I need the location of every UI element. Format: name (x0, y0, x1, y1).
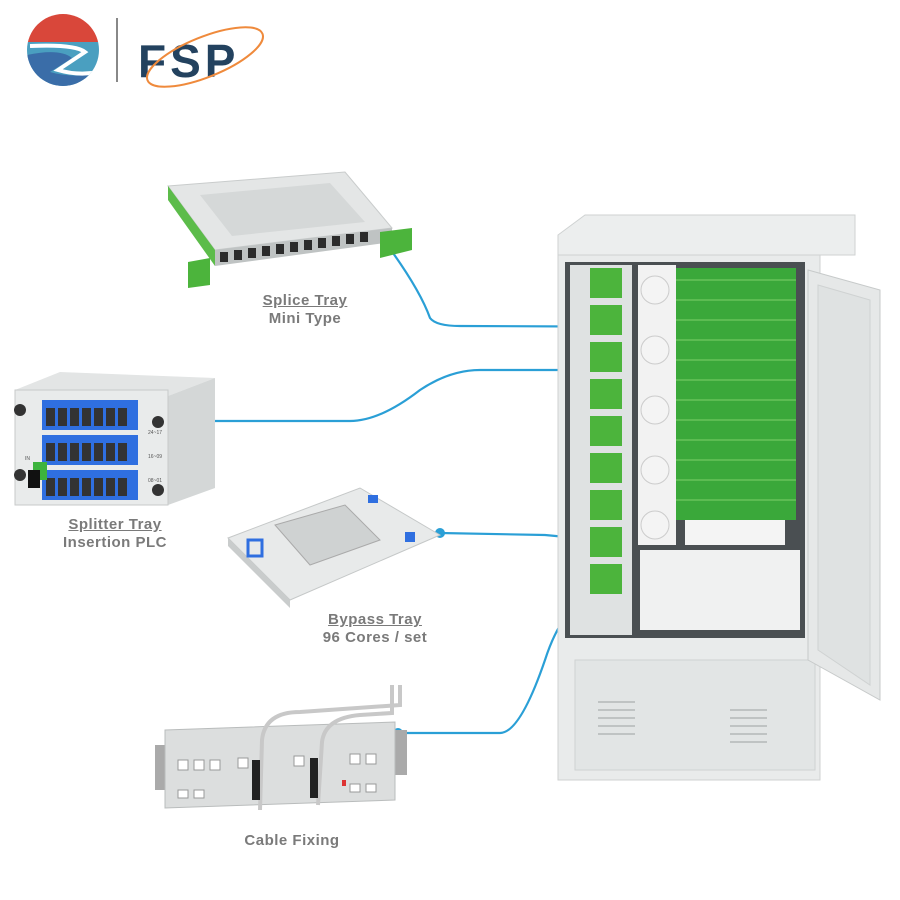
company-logo: FSP (27, 14, 264, 88)
bypass-tray-label: Bypass Tray 96 Cores / set (300, 611, 450, 647)
cable-fixing-label: Cable Fixing (217, 832, 367, 850)
splice-tray-label: Splice Tray Mini Type (240, 292, 370, 328)
cabinet-image (557, 214, 881, 781)
splitter-tray-subtitle: Insertion PLC (62, 534, 167, 551)
port-label: IN (25, 456, 30, 462)
connector-splice (387, 245, 693, 329)
splitter-tray-image: 24~17 16~09 08~01 IN (14, 372, 215, 506)
bypass-tray-image (227, 487, 442, 608)
connector-splitter (203, 368, 590, 423)
splice-tray-subtitle: Mini Type (268, 310, 342, 327)
bypass-tray-subtitle: 96 Cores / set (322, 629, 428, 646)
cable-fixing-title: Cable Fixing (244, 832, 340, 849)
bypass-tray-title: Bypass Tray (328, 611, 422, 628)
port-label: 24~17 (148, 430, 162, 436)
splice-tray-title: Splice Tray (262, 292, 348, 309)
splitter-tray-label: Splitter Tray Insertion PLC (40, 516, 190, 552)
splice-tray-image (167, 171, 412, 288)
port-label: 08~01 (148, 478, 162, 484)
port-label: 16~09 (148, 454, 162, 460)
cable-fixing-image (155, 685, 407, 811)
splitter-tray-title: Splitter Tray (68, 516, 162, 533)
